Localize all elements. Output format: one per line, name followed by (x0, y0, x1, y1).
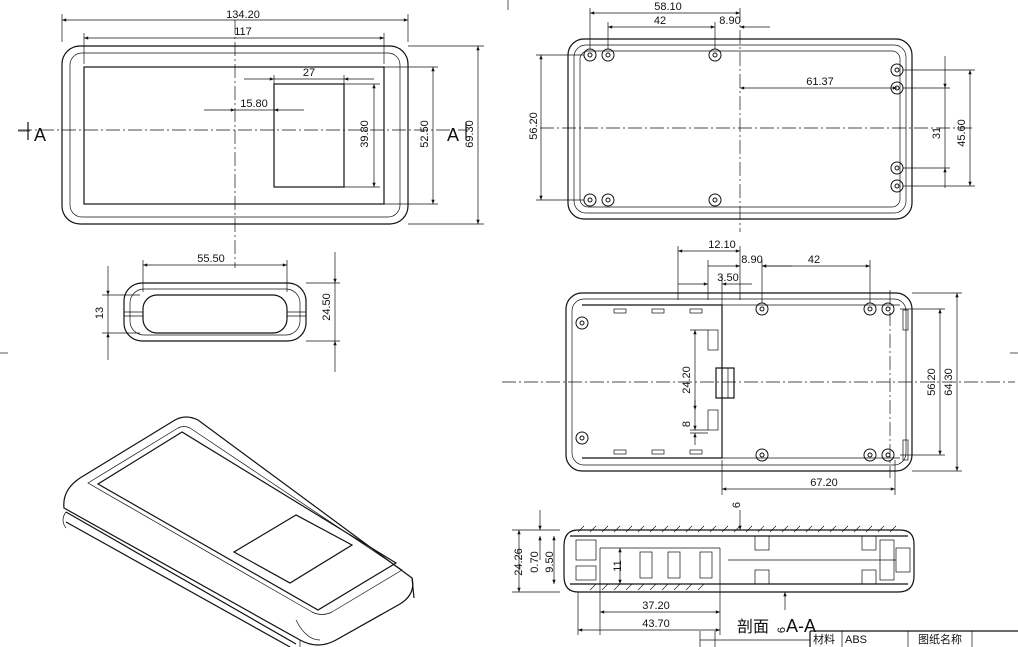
section-title: A-A (786, 616, 816, 636)
dim-base-h3: 56.20 (926, 368, 938, 396)
dim-front-overall-h: 69.30 (464, 120, 476, 148)
dim-base-w4: 3.50 (717, 272, 738, 284)
dim-front-window-offset: 15.80 (240, 98, 268, 110)
dim-side-opening-h: 13 (94, 307, 106, 319)
dim-sec-t2: 6 (776, 627, 788, 633)
dim-base-w1: 12.10 (708, 239, 736, 251)
dim-side-overall-h: 24.50 (321, 293, 333, 321)
section-marker-left: A (34, 125, 46, 145)
dim-top-w2: 42 (654, 15, 666, 27)
isometric-view (62, 416, 415, 647)
dim-top-h1: 56.20 (528, 112, 540, 140)
dim-base-h1: 24.20 (681, 366, 693, 394)
section-marker-right: A (447, 125, 459, 145)
title-block-material-value: ABS (845, 634, 867, 646)
dim-front-window-w: 27 (303, 67, 315, 79)
dim-base-w2: 8.90 (741, 254, 762, 266)
dim-top-w4: 61.37 (806, 76, 834, 88)
side-view: 55.50 13 24.50 (94, 252, 340, 372)
top-view: 58.10 42 8.90 61.37 56.20 31 45.60 (528, 1, 975, 232)
title-block-drawing-name-label: 图纸名称 (918, 632, 962, 646)
dim-base-h4: 64.30 (943, 368, 955, 396)
dim-sec-h4: 11 (612, 560, 624, 571)
title-block: 材料 ABS 图纸名称 (699, 630, 1018, 647)
front-view: 134.20 117 27 15.80 39.80 52.50 69.30 (18, 9, 484, 268)
base-view: 12.10 8.90 42 3.50 24.20 8 56.20 64.30 (502, 239, 1015, 495)
dim-sec-w2: 43.70 (642, 618, 670, 630)
dim-sec-h1: 24.26 (513, 548, 525, 576)
section-title-cn: 剖面 (737, 617, 769, 636)
title-block-material-label: 材料 (813, 632, 835, 646)
dim-sec-t1: 6 (731, 502, 743, 508)
dim-front-overall-w: 134.20 (226, 9, 260, 21)
dim-base-h2: 8 (681, 421, 693, 427)
dim-top-h3: 45.60 (956, 119, 968, 147)
dim-base-w5: 67.20 (810, 477, 838, 489)
dim-front-window-h: 39.80 (359, 120, 371, 148)
dim-base-w3: 42 (808, 254, 820, 266)
dim-side-opening-w: 55.50 (197, 253, 225, 265)
dim-front-inner-h: 52.50 (419, 120, 431, 148)
dim-top-h2: 31 (931, 127, 943, 139)
dim-sec-w1: 37.20 (642, 600, 670, 612)
dim-front-inner-w: 117 (234, 26, 252, 38)
dim-sec-h2: 0.70 (529, 551, 541, 572)
dim-top-w1: 58.10 (654, 1, 682, 13)
dim-top-w3: 8.90 (719, 15, 740, 27)
section-view: 24.26 0.70 9.50 11 6 6 37.20 43.70 剖面 A-… (512, 502, 915, 636)
dim-sec-h3: 9.50 (544, 551, 556, 572)
